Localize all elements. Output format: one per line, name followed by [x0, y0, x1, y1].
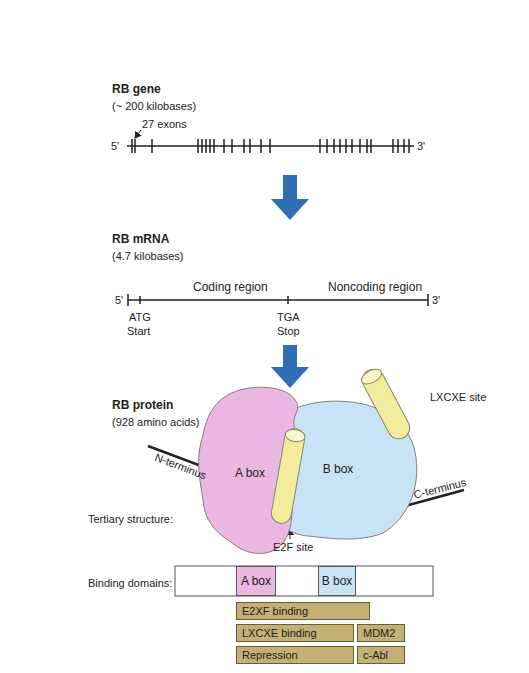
binding-bar: MDM2 — [357, 624, 405, 642]
text-label: C-terminus — [412, 475, 468, 502]
text-label: 27 exons — [142, 117, 187, 131]
mrna-ticks — [128, 294, 428, 306]
text-label: Tertiary structure: — [88, 512, 173, 526]
helix-end — [359, 366, 384, 387]
binding-bar: LXCXE binding — [236, 624, 354, 642]
node-label: B box — [323, 462, 354, 476]
exon-pointer — [135, 130, 141, 138]
text-label: Stop — [277, 324, 300, 338]
binding-bar: c-Abl — [357, 646, 405, 664]
a-box-segment: A box — [236, 566, 276, 596]
node-label: LXCXE binding — [242, 627, 317, 639]
node-label: A box — [235, 466, 265, 480]
b-box-segment: B box — [318, 566, 356, 596]
text-label: Start — [127, 324, 150, 338]
binding-bar: E2XF binding — [236, 602, 370, 620]
text-label: 5' — [115, 293, 123, 307]
text-label: Noncoding region — [328, 280, 422, 294]
binding-bar: Repression — [236, 646, 354, 664]
text-label: ATG — [129, 310, 151, 324]
text-label: 3' — [432, 293, 440, 307]
text-label: (4.7 kilobases) — [112, 249, 184, 263]
mrna-line — [128, 299, 428, 301]
text-label: Binding domains: — [88, 576, 172, 590]
domain-bar — [175, 566, 433, 596]
text-label: 5' — [111, 139, 119, 153]
text-label: LXCXE site — [430, 390, 486, 404]
flow-arrow — [271, 175, 309, 220]
text-label: TGA — [277, 310, 300, 324]
text-label: RB protein — [112, 398, 173, 412]
domain-shape — [266, 401, 417, 539]
text-label: Coding region — [193, 280, 268, 294]
exon-ticks — [132, 139, 409, 153]
lxcxe-helix — [358, 365, 413, 442]
helix-body — [270, 427, 306, 525]
node-label: MDM2 — [363, 627, 395, 639]
text-label: 3' — [417, 139, 425, 153]
node-label: E2XF binding — [242, 605, 308, 617]
text-label: (~ 200 kilobases) — [112, 99, 196, 113]
text-label: RB gene — [112, 82, 161, 96]
text-label: (928 amino acids) — [112, 415, 199, 429]
node-label: c-Abl — [363, 649, 388, 661]
helix-end — [284, 428, 306, 443]
node-label: A box — [241, 574, 271, 588]
a-box-domain: A box — [195, 385, 305, 560]
node-label: Repression — [242, 649, 298, 661]
flow-arrow — [271, 345, 309, 388]
helix-body — [358, 365, 413, 442]
text-label: RB mRNA — [112, 232, 169, 246]
node-label: B box — [322, 574, 353, 588]
e2f-helix — [270, 427, 306, 525]
domain-shape — [199, 387, 300, 553]
